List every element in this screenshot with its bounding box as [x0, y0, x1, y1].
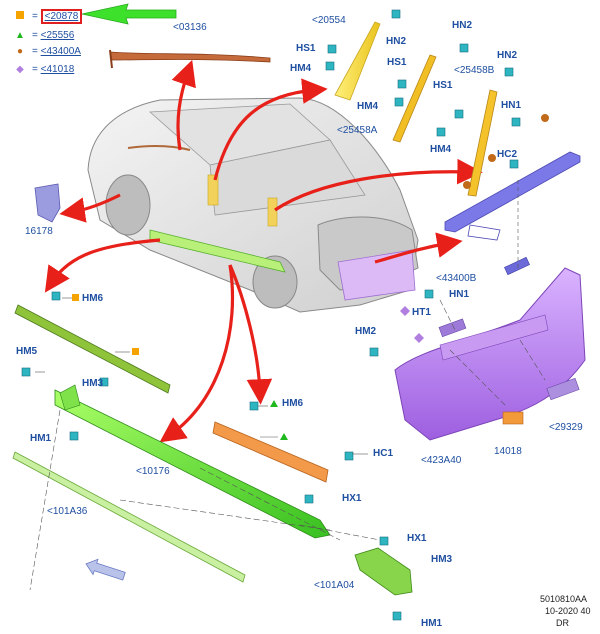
legend-item-25556: ▲= <25556 [15, 30, 75, 42]
clip-label-hm2[interactable]: HM2 [355, 326, 377, 337]
clip-label-hm4[interactable]: HM4 [290, 63, 312, 74]
clip-label-hn1[interactable]: HN1 [449, 289, 470, 300]
triangle-marker [280, 433, 288, 440]
square-marker [72, 294, 79, 301]
bracket-16178 [34, 183, 61, 223]
orange-strip [212, 421, 329, 483]
arrow-to-16178 [59, 193, 121, 223]
strip-101a36 [12, 451, 246, 583]
clip-label-hm4[interactable]: HM4 [430, 144, 452, 155]
diagram-code: 5010810AA [540, 594, 588, 604]
clip-label-ht1[interactable]: HT1 [412, 307, 431, 318]
clip-label-hx1[interactable]: HX1 [407, 533, 427, 544]
arrow-to-10176 [159, 264, 235, 443]
diamond-icon: ◆ [16, 64, 24, 75]
clip-label-hn2[interactable]: HN2 [452, 20, 473, 31]
legend-item-20878: = <20878 [14, 9, 83, 25]
arrow-to-orange-strip [228, 264, 273, 405]
square-icon [14, 10, 26, 23]
clip-label-hc2[interactable]: HC2 [497, 149, 518, 160]
clip-label-hc1[interactable]: HC1 [373, 448, 394, 459]
arrow-to-03136 [171, 59, 196, 151]
lower-clips [21, 291, 402, 621]
part-label-25458b[interactable]: <25458B [454, 65, 495, 76]
legend-item-43400a: ●= <43400A [14, 45, 81, 58]
bracket-101a04 [354, 547, 413, 596]
triangle-marker [270, 400, 278, 407]
direction-arrow [85, 558, 126, 581]
leader-lines [29, 409, 381, 591]
fastener-clips [325, 9, 521, 169]
clip-label-hm3[interactable]: HM3 [82, 378, 104, 389]
short-leaders [35, 297, 368, 455]
part-label-16178[interactable]: 16178 [25, 226, 53, 237]
arrow-to-pillar [213, 78, 328, 181]
clip-label-hm6[interactable]: HM6 [282, 398, 304, 409]
clip-label-hm5[interactable]: HM5 [16, 346, 38, 357]
clip-label-hm4[interactable]: HM4 [357, 101, 379, 112]
clip-label-hs1[interactable]: HS1 [387, 57, 407, 68]
clip-label-hx1[interactable]: HX1 [342, 493, 362, 504]
square-marker [132, 348, 139, 355]
part-label-29329[interactable]: <29329 [549, 422, 583, 433]
diagram-date: 10-2020 40 [545, 606, 591, 616]
spoiler-43400b [444, 151, 581, 233]
clip-label-hm1[interactable]: HM1 [30, 433, 52, 444]
part-label-20554[interactable]: <20554 [312, 15, 346, 26]
legend-item-41018: ◆= <41018 [14, 63, 74, 76]
clip-label-hn2[interactable]: HN2 [497, 50, 518, 61]
arrow-to-43400b [374, 232, 463, 264]
part-label-43400b[interactable]: <43400B [436, 273, 477, 284]
clip-label-hm3[interactable]: HM3 [431, 554, 453, 565]
rocker-panel-10176 [54, 389, 331, 539]
arrow-to-spoiler [274, 158, 483, 212]
sill-molding-hm6 [14, 304, 171, 394]
part-label-423a40[interactable]: <423A40 [421, 455, 462, 466]
clip-label-hn2[interactable]: HN2 [386, 36, 407, 47]
part-label-03136[interactable]: <03136 [173, 22, 207, 33]
pillar-25458b [467, 89, 498, 197]
roof-molding-03136 [109, 51, 271, 63]
part-label-10176[interactable]: <10176 [136, 466, 170, 477]
diagram-side: DR [556, 618, 569, 628]
legend-code[interactable]: <41018 [40, 64, 75, 76]
clip-label-hn1[interactable]: HN1 [501, 100, 522, 111]
circle-icon: ● [16, 46, 24, 57]
arrow-to-hm6-molding [44, 238, 161, 293]
legend-code[interactable]: <20878 [40, 9, 83, 25]
nut-markers [463, 114, 549, 189]
highlight-arrow [81, 3, 177, 25]
clip-label-hm1[interactable]: HM1 [421, 618, 443, 629]
rear-bumper-423a40 [394, 267, 586, 441]
clip-label-hs1[interactable]: HS1 [433, 80, 453, 91]
callout-arrows [44, 59, 483, 443]
legend-code[interactable]: <25556 [40, 30, 75, 42]
clip-label-hs1[interactable]: HS1 [296, 43, 316, 54]
pillar-20554 [334, 21, 381, 101]
triangle-icon: ▲ [15, 30, 25, 41]
roof-molding-end [109, 49, 113, 69]
part-label-14018[interactable]: 14018 [494, 446, 522, 457]
part-label-101a36[interactable]: <101A36 [47, 506, 88, 517]
clip-label-hm6[interactable]: HM6 [82, 293, 104, 304]
clip [391, 9, 401, 19]
part-label-25458a[interactable]: <25458A [337, 125, 378, 136]
legend-code[interactable]: <43400A [40, 46, 81, 58]
pillar-25458a [392, 54, 437, 143]
vehicle-illustration [87, 97, 419, 313]
part-label-101a04[interactable]: <101A04 [314, 580, 355, 591]
